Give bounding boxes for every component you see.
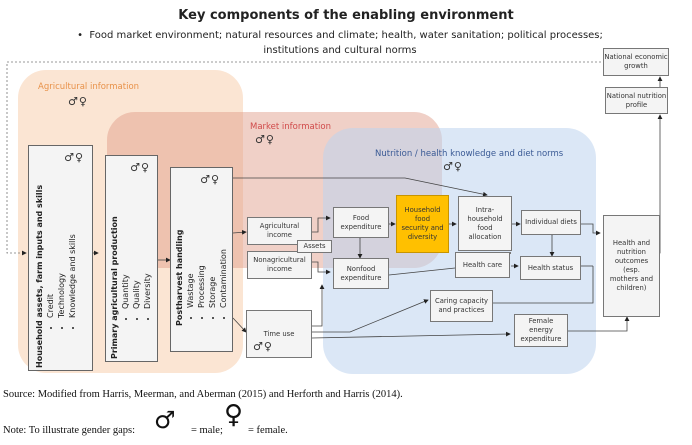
time-use-label: Time use [263,329,295,338]
note-caption: Note: To illustrate gender gaps: [3,425,135,436]
box-food-expenditure: Food expenditure [333,207,389,238]
box-individual-diets: Individual diets [521,210,581,235]
household-assets-item: Knowledge and skills [67,185,78,318]
female-label: = female. [248,425,288,436]
gender-icon: ♂♀ [68,95,88,108]
primary-production-item: Quantity [120,216,131,309]
box-nonagricultural-income: Nonagricultural income [247,251,312,279]
line-income-to-food-exp [312,215,331,233]
subtitle-line-1: Food market environment; natural resourc… [89,30,603,41]
primary-production-item: Quality [131,216,142,309]
box-assets: Assets [297,240,332,253]
label-agricultural-information: Agricultural information [38,82,140,92]
box-intra-household-allocation: Intra-household food allocation [458,196,512,251]
male-label: = male; [191,425,223,436]
box-postharvest: ♂♀ Postharvest handling Wastage Processi… [170,167,233,352]
household-assets-heading: Household assets, farm inputs and skills [35,184,44,368]
box-health-care: Health care [455,252,510,278]
box-primary-production: ♂♀ Primary agricultural production Quant… [105,155,158,362]
label-nutrition-health: Nutrition / health knowledge and diet no… [375,149,564,159]
note-prefix: Note: To illustrate gender gaps: [3,425,136,436]
line-time-use-to-female-energy [311,331,511,339]
postharvest-item: Storage [207,230,218,308]
source-caption: Source: Modified from Harris, Meerman, a… [3,389,403,400]
gender-icon: ♂♀ [200,173,220,186]
primary-production-item: Diversity [142,216,153,309]
male-symbol-icon: ♂ [154,406,176,434]
diagram-subtitle: • Food market environment; natural resou… [40,28,640,58]
household-assets-item: Credit [45,185,56,318]
line-diets-to-outcomes [581,223,601,236]
line-postharvest-to-intrahousehold [233,177,488,197]
line-female-energy-to-outcomes [568,316,630,332]
box-female-energy: Female energy expenditure [514,314,568,347]
dashed-enabling-line [6,61,605,256]
arrow-postharvest-to-ag-income [232,229,247,235]
bullet: • [77,30,84,41]
label-market-information: Market information [250,122,331,132]
gender-icon: ♂♀ [64,151,84,164]
box-time-use: Time use ♂♀ [246,310,312,358]
household-assets-item: Technology [56,185,67,318]
box-health-nutrition-outcomes: Health and nutrition outcomes (esp. moth… [603,215,660,317]
line-income-to-nonfood-exp [312,261,331,275]
gender-icon: ♂♀ [253,340,273,353]
diagram-title: Key components of the enabling environme… [178,8,514,23]
postharvest-heading: Postharvest handling [175,229,184,326]
line-time-use-to-nonfood [312,284,325,327]
box-national-nutrition-profile: National nutrition profile [605,87,668,114]
subtitle-line-2: institutions and cultural norms [263,45,417,56]
box-health-status: Health status [520,256,581,280]
gender-icon: ♂♀ [130,161,150,174]
female-symbol-icon: ♀ [224,400,244,430]
line-time-use-to-caring [312,299,429,333]
gender-icon: ♂♀ [255,133,275,146]
line-caring-to-outcomes [493,266,594,304]
box-caring-capacity: Caring capacity and practices [430,290,493,322]
arrow-postharvest-to-time-use [232,317,247,333]
box-household-food-security: Household food security and diversity [396,195,449,253]
gender-icon: ♂♀ [443,160,463,173]
box-national-economic-growth: National economic growth [603,48,669,76]
postharvest-item: Contamination [218,230,229,308]
postharvest-item: Processing [196,230,207,308]
primary-production-heading: Primary agricultural production [110,216,119,359]
postharvest-item: Wastage [185,230,196,308]
box-household-assets: ♂♀ Household assets, farm inputs and ski… [28,145,93,371]
box-nonfood-expenditure: Nonfood expenditure [333,258,389,289]
